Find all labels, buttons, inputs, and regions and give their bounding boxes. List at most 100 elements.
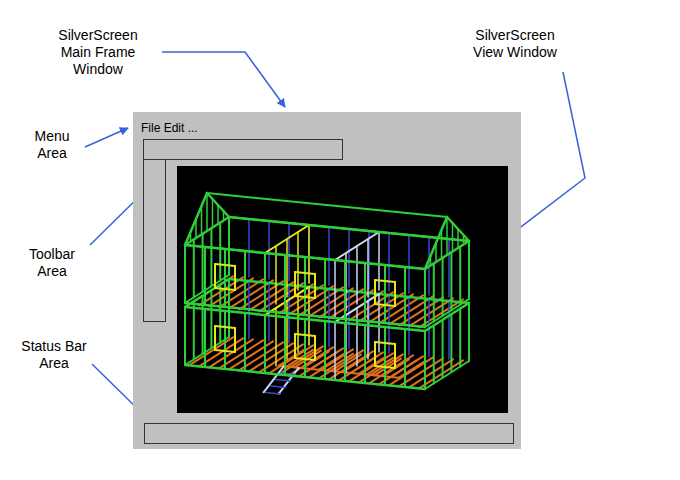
framing-member [271, 386, 286, 388]
framing-member [294, 272, 296, 296]
framing-member [374, 342, 376, 366]
framing-member [367, 301, 369, 359]
framing-member [304, 257, 306, 315]
framing-member [441, 230, 443, 259]
framing-member [193, 301, 195, 359]
framing-member [264, 253, 266, 311]
framing-member [204, 309, 206, 367]
framing-member [229, 217, 469, 241]
framing-member [190, 232, 192, 242]
framing-member [394, 282, 396, 306]
framing-member [264, 315, 266, 373]
house-framing [185, 193, 469, 394]
framing-member [424, 269, 426, 327]
framing-member [348, 229, 350, 287]
window-callout: SilverScreen View Window [465, 27, 565, 61]
framing-member [184, 245, 186, 303]
framing-member [224, 311, 226, 369]
framing-member [448, 239, 450, 297]
framing-member [404, 329, 406, 387]
framing-member [409, 359, 453, 387]
framing-member [344, 261, 346, 319]
framing-member [210, 228, 212, 286]
framing-member [215, 326, 235, 328]
framing-member [294, 334, 296, 358]
framing-member [295, 334, 315, 336]
framing-member [244, 313, 246, 371]
framing-member [295, 296, 315, 298]
leader-arrow [85, 128, 128, 147]
framing-member [295, 272, 315, 274]
status-bar [145, 424, 514, 444]
framing-member [424, 331, 426, 389]
framing-member [328, 227, 330, 285]
framing-member [185, 193, 207, 245]
framing-member [185, 245, 425, 269]
framing-member [448, 301, 450, 359]
framing-member [210, 290, 212, 348]
framing-member [204, 247, 206, 305]
framing-member [334, 322, 336, 380]
framing-member [374, 280, 376, 304]
framing-member [442, 258, 444, 316]
framing-member [284, 317, 286, 375]
framing-member [375, 366, 395, 368]
framing-member [207, 193, 447, 217]
framing-member [425, 361, 469, 389]
framing-member [468, 303, 470, 361]
framing-member [442, 320, 444, 378]
framing-member [201, 206, 203, 235]
framing-member [384, 327, 386, 385]
framing-member [433, 263, 435, 321]
framing-member [286, 239, 288, 297]
framing-member [297, 232, 299, 290]
framing-member [367, 239, 369, 297]
menu-bar [144, 140, 343, 160]
framing-member [468, 241, 470, 299]
framing-member [214, 264, 216, 288]
framing-member [244, 251, 246, 309]
framing-member [195, 219, 197, 238]
framing-member [349, 292, 393, 320]
framing-member [468, 241, 470, 299]
framing-member [334, 260, 336, 318]
framing-member [375, 280, 395, 282]
framing-member [450, 252, 452, 310]
framing-member [248, 219, 250, 277]
area-callout: Status Bar Area [12, 338, 96, 372]
framing-member [408, 235, 410, 293]
framing-member [364, 325, 366, 383]
framing-member [184, 307, 186, 365]
framing-member [468, 303, 470, 361]
area-callout: Toolbar Area [20, 246, 84, 280]
framing-member [295, 358, 315, 360]
framing-member [297, 294, 299, 352]
framing-member [459, 247, 461, 305]
framing-member [229, 217, 469, 241]
framing-member [185, 365, 425, 389]
framing-member [304, 319, 306, 377]
framing-member [217, 205, 219, 224]
framing-member [185, 245, 425, 269]
framing-member [433, 325, 435, 383]
framing-member [394, 344, 396, 368]
framing-member [425, 303, 469, 331]
framing-member [234, 266, 236, 290]
leader-arrow [162, 52, 285, 107]
framing-member [324, 259, 326, 317]
framing-member [435, 243, 437, 262]
framing-member [375, 304, 395, 306]
framing-member [219, 285, 221, 343]
framing-member [364, 263, 366, 321]
framing-member [214, 326, 216, 350]
window-illustration [133, 112, 521, 449]
framing-member [215, 288, 235, 290]
framing-member [184, 307, 186, 365]
framing-member [276, 380, 291, 382]
framing-member [356, 246, 358, 304]
framing-member [185, 303, 425, 327]
framing-member [212, 199, 214, 228]
framing-member [286, 301, 288, 359]
framing-member [344, 323, 346, 381]
framing-member [430, 256, 432, 266]
